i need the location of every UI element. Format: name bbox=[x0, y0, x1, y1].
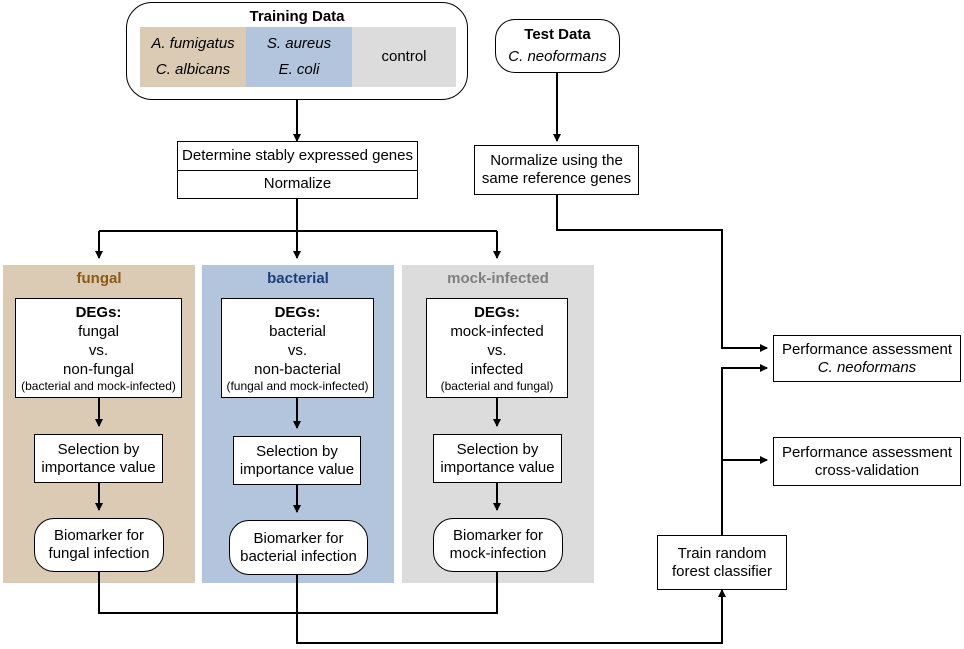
degs-note: (bacterial and fungal) bbox=[440, 378, 554, 393]
classifier-line1: Train random bbox=[677, 544, 767, 562]
biomarker-line2: bacterial infection bbox=[240, 547, 357, 565]
normalize-ref-line2: same reference genes bbox=[481, 170, 632, 187]
classifier-line2: forest classifier bbox=[671, 562, 773, 580]
random-forest-classifier-box: Train random forest classifier bbox=[657, 535, 787, 590]
degs-group-b: non-fungal bbox=[63, 360, 134, 378]
mock-selection-box: Selection by importance value bbox=[433, 434, 562, 483]
selection-line1: Selection by bbox=[456, 440, 539, 458]
degs-group-a: fungal bbox=[78, 322, 119, 340]
biomarker-line1: Biomarker for bbox=[53, 527, 145, 544]
normalize-reference-box: Normalize using the same reference genes bbox=[474, 145, 639, 195]
degs-group-b: infected bbox=[470, 360, 524, 378]
degs-vs: vs. bbox=[487, 341, 507, 359]
selection-line1: Selection by bbox=[57, 440, 140, 458]
arrow-normalize-to-panels bbox=[98, 198, 498, 258]
bacterial-degs-box: DEGs: bacterial vs. non-bacterial (funga… bbox=[221, 298, 374, 398]
biomarker-line1: Biomarker for bbox=[452, 527, 544, 544]
training-data-box: Training Data A. fumigatus C. albicans S… bbox=[126, 2, 468, 100]
degs-vs: vs. bbox=[287, 341, 308, 359]
selection-line2: importance value bbox=[41, 458, 156, 476]
normalize-ref-line1: Normalize using the bbox=[490, 152, 623, 169]
assessment-test-box: Performance assessment C. neoformans bbox=[773, 335, 961, 382]
arrow-normalize-to-assessment bbox=[556, 195, 768, 352]
degs-group-a: bacterial bbox=[269, 322, 326, 340]
degs-group-a: mock-infected bbox=[450, 322, 544, 340]
fungal-selection-box: Selection by importance value bbox=[34, 434, 163, 483]
selection-line2: importance value bbox=[239, 460, 355, 478]
assessment-cv-box: Performance assessment cross-validation bbox=[773, 437, 961, 486]
assessment-test-line2: C. neoformans bbox=[817, 358, 917, 376]
degs-group-b: non-bacterial bbox=[254, 360, 341, 378]
arrow-classifier-to-assessment-test bbox=[721, 364, 768, 535]
species-a-fumigatus: A. fumigatus bbox=[151, 35, 235, 52]
bacterial-selection-box: Selection by importance value bbox=[233, 436, 361, 485]
normalize-box: Normalize bbox=[177, 169, 418, 199]
biomarker-line2: fungal infection bbox=[48, 545, 150, 562]
bacterial-species-cell: S. aureus E. coli bbox=[246, 27, 352, 87]
degs-title: DEGs: bbox=[474, 303, 520, 321]
mock-biomarker-box: Biomarker for mock-infection bbox=[433, 518, 563, 572]
degs-title: DEGs: bbox=[274, 303, 321, 321]
bacterial-biomarker-box: Biomarker for bacterial infection bbox=[229, 520, 368, 575]
selection-line1: Selection by bbox=[256, 442, 338, 460]
degs-note: (fungal and mock-infected) bbox=[226, 378, 369, 393]
degs-title: DEGs: bbox=[75, 303, 122, 321]
test-species: C. neoformans bbox=[508, 48, 607, 65]
fungal-panel-title: fungal bbox=[76, 270, 122, 287]
stable-genes-label: Determine stably expressed genes bbox=[182, 147, 413, 164]
mock-degs-box: DEGs: mock-infected vs. infected (bacter… bbox=[426, 298, 568, 398]
degs-vs: vs. bbox=[88, 341, 109, 359]
species-e-coli: E. coli bbox=[278, 61, 320, 78]
assessment-cv-line1: Performance assessment bbox=[781, 443, 953, 461]
normalize-label: Normalize bbox=[263, 175, 332, 192]
fungal-degs-box: DEGs: fungal vs. non-fungal (bacterial a… bbox=[15, 298, 182, 398]
control-cell: control bbox=[352, 27, 456, 87]
training-data-title: Training Data bbox=[249, 8, 345, 25]
bacterial-panel-title: bacterial bbox=[267, 270, 329, 287]
assessment-test-line1: Performance assessment bbox=[781, 340, 953, 358]
species-s-aureus: S. aureus bbox=[266, 35, 332, 52]
biomarker-line2: mock-infection bbox=[449, 545, 547, 562]
mock-infected-panel-title: mock-infected bbox=[447, 270, 549, 287]
assessment-cv-line2: cross-validation bbox=[814, 461, 920, 479]
arrow-biomarkers-to-classifier bbox=[98, 572, 722, 644]
test-data-box: Test Data C. neoformans bbox=[495, 19, 620, 73]
species-c-albicans: C. albicans bbox=[155, 61, 231, 78]
selection-line2: importance value bbox=[440, 458, 555, 476]
fungal-species-cell: A. fumigatus C. albicans bbox=[140, 27, 246, 87]
control-label: control bbox=[381, 48, 427, 65]
biomarker-line1: Biomarker for bbox=[253, 529, 344, 547]
degs-note: (bacterial and mock-infected) bbox=[21, 378, 176, 393]
test-data-title: Test Data bbox=[524, 26, 591, 43]
fungal-biomarker-box: Biomarker for fungal infection bbox=[34, 518, 164, 572]
stable-genes-box: Determine stably expressed genes bbox=[177, 141, 418, 171]
